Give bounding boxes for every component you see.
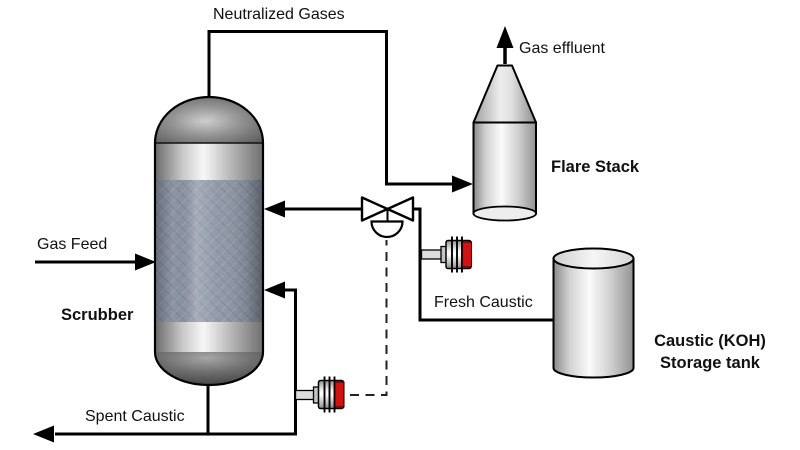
pipe-neutralized-gases [207,30,455,186]
tank-top-rim [552,247,635,270]
scrubber-upper-shell [155,143,263,180]
signal-line-dashed [350,240,388,396]
scrubber-bottom-dome [155,352,263,385]
label-gas-effluent: Gas effluent [519,40,605,57]
pipe-spent-caustic [55,288,297,436]
arrow-into-flare-icon [452,175,473,193]
label-storage-tank-line2: Storage tank [660,353,760,372]
arrow-into-scrubber-mid-icon [264,281,285,299]
pump-shaft [294,389,317,401]
scrubber-lower-shell [155,322,263,352]
label-fresh-caustic: Fresh Caustic [434,294,533,311]
label-storage-tank: Caustic (KOH) Storage tank [625,331,795,375]
flare-cone [472,64,537,124]
spent-caustic-pump-icon [294,376,345,413]
pipe-fresh-caustic [285,207,554,322]
caustic-storage-tank [552,247,635,379]
arrow-spent-caustic-icon [33,425,54,443]
valve-left-triangle [360,196,389,222]
scrubber-vessel [153,95,265,387]
pump-red-cap [334,381,345,408]
label-storage-tank-line1: Caustic (KOH) [654,332,766,350]
flow-arrows [33,175,473,443]
label-flare-stack: Flare Stack [551,158,640,176]
label-neutralized-gases: Neutralized Gases [213,6,345,23]
label-scrubber: Scrubber [61,306,134,324]
scrubber-packing-shading [155,180,263,322]
arrow-gas-feed-icon [135,253,156,271]
scrubber-outline [153,95,265,387]
label-gas-feed: Gas Feed [37,236,108,253]
scrubber-top-dome [155,97,263,143]
process-pipes [35,30,554,436]
control-valve-icon [360,196,415,239]
valve-actuator-icon [370,220,404,239]
flare-bottom-rim [472,205,537,222]
pump-red-cap [461,241,473,268]
flare-cylinder [472,121,537,215]
arrow-into-scrubber-top-icon [264,200,285,218]
arrow-gas-effluent-icon [496,26,514,48]
fresh-caustic-pump-icon [420,236,473,273]
label-spent-caustic: Spent Caustic [85,408,185,425]
flare-stack [472,26,537,222]
pump-shaft [420,249,445,260]
valve-right-triangle [386,196,415,222]
tank-body [552,257,635,379]
